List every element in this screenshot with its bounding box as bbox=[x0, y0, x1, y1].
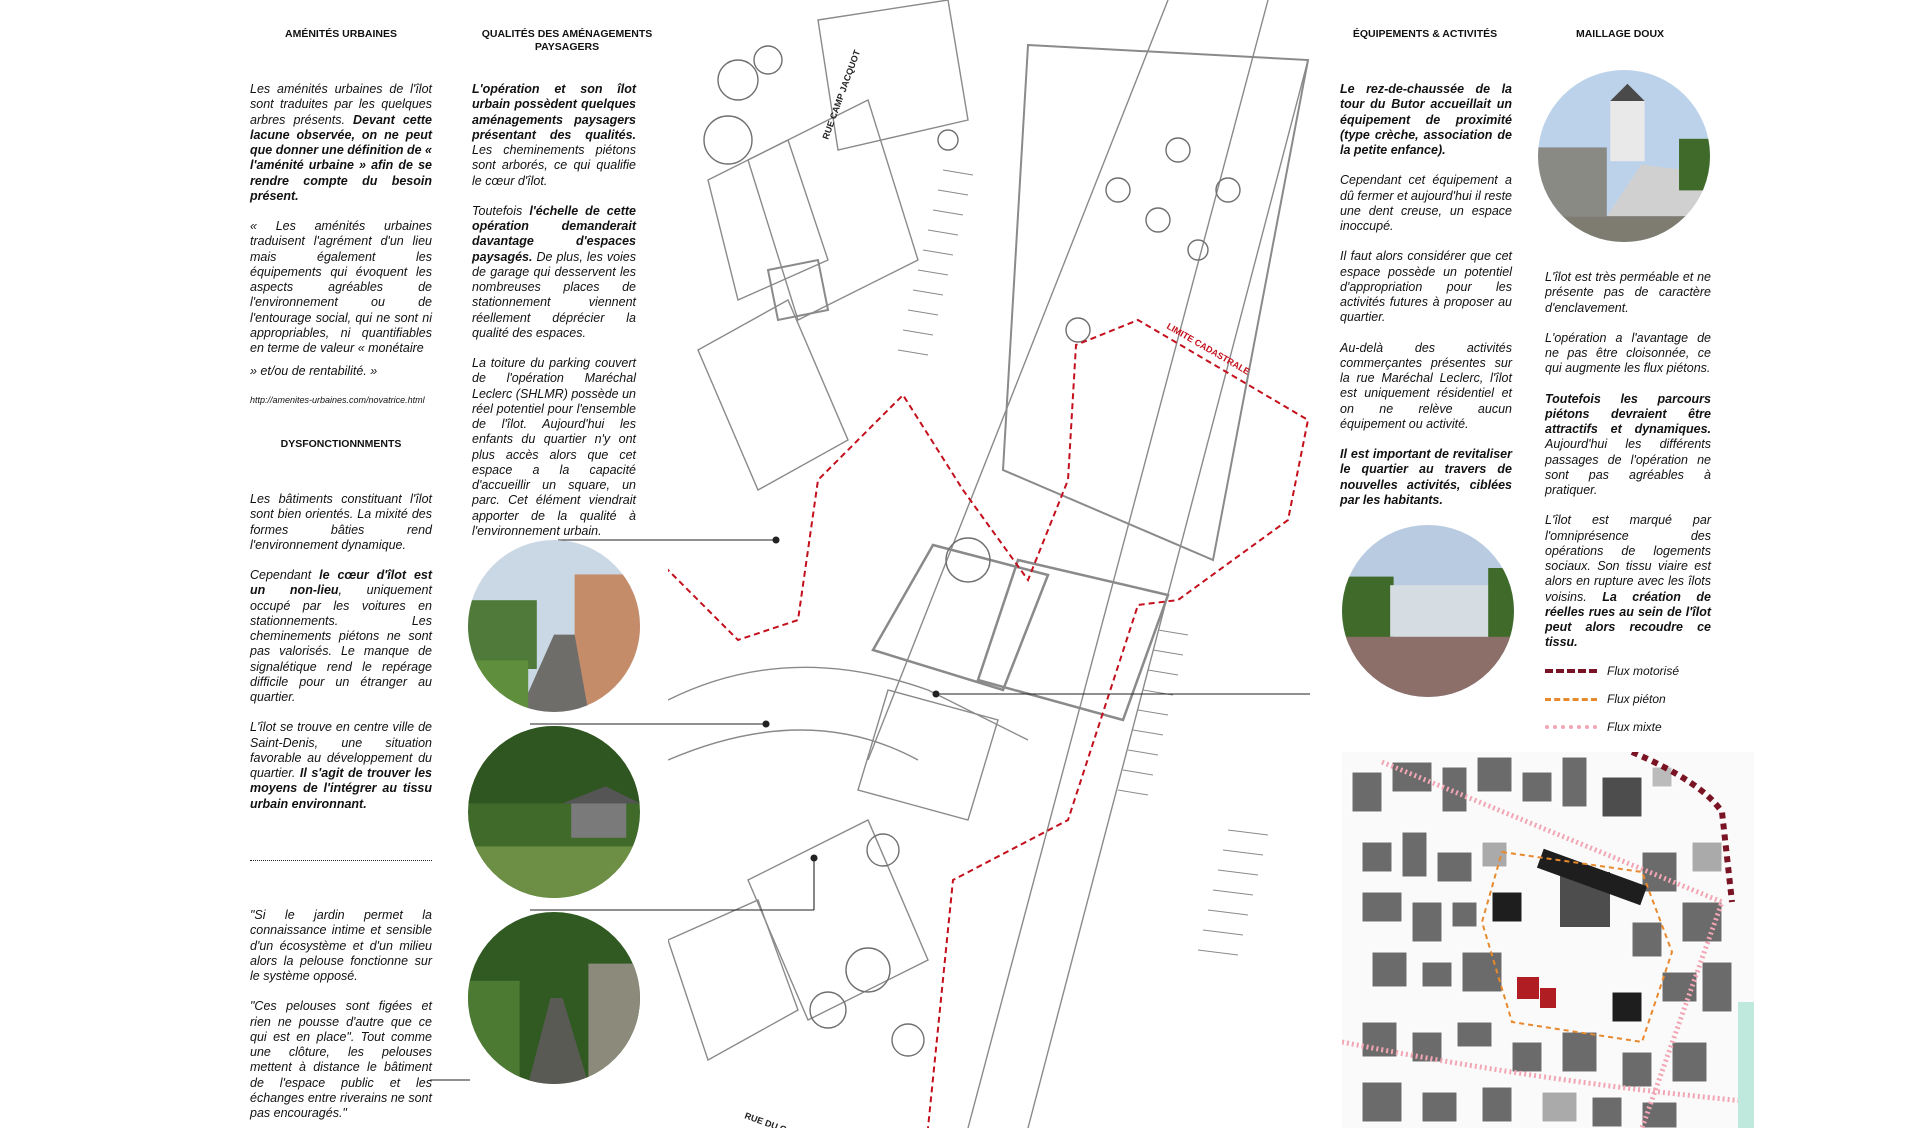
cross-road-2 bbox=[668, 729, 919, 761]
equip-p1-bold: Le rez-de-chaussée de la tour du Butor a… bbox=[1340, 82, 1512, 157]
building-a bbox=[871, 543, 1050, 692]
legend-motorise-line bbox=[1545, 669, 1597, 673]
amenites-quote-end: » et/ou de rentabilité. » bbox=[250, 364, 378, 379]
parking-stripes bbox=[897, 169, 1269, 956]
dysfonctionnements-quotes: "Si le jardin permet la connaissance int… bbox=[250, 908, 432, 1128]
equipements-column: Le rez-de-chaussée de la tour du Butor a… bbox=[1340, 82, 1512, 523]
maillage-p2: L'opération a l'avantage de ne pas être … bbox=[1545, 330, 1711, 376]
site-plan-svg: RUE CAMP JACQUOT RUE DU GAL LIMITE CADAS… bbox=[668, 0, 1310, 1128]
separator-dotted bbox=[250, 860, 432, 861]
maillage-p3-bold: Toutefois les parcours piétons devraient… bbox=[1545, 391, 1711, 437]
photo-stairs-building bbox=[1538, 70, 1710, 242]
flux-legend: Flux motorisé Flux piéton Flux mixte bbox=[1545, 662, 1679, 736]
qualites-p2-bold: l'échelle de cette opération demanderait… bbox=[472, 203, 636, 264]
road-edge-a bbox=[967, 0, 1269, 1128]
dysf-p2-bold: le cœur d'îlot est un non-lieu bbox=[250, 568, 433, 598]
legend-motorise-label: Flux motorisé bbox=[1607, 664, 1680, 678]
left-connectors bbox=[430, 539, 670, 1081]
dysf-p3-a: L'îlot se trouve en centre ville de Sain… bbox=[250, 720, 432, 780]
qualites-p1: Les cheminements piétons sont arborés, c… bbox=[472, 143, 636, 188]
context-equipement-b bbox=[1540, 988, 1556, 1008]
dysf-p1: Les bâtiments constituant l'îlot sont bi… bbox=[250, 492, 432, 552]
context-flux-mixte-2 bbox=[1342, 1039, 1754, 1105]
amenites-quote: « Les aménités urbaines traduisent l'agr… bbox=[250, 219, 432, 355]
dysf-quote1: "Si le jardin permet la connaissance int… bbox=[250, 908, 432, 983]
dysf-p2-b: , uniquement occupé par les voitures en … bbox=[250, 583, 432, 704]
legend-pieton-label: Flux piéton bbox=[1607, 692, 1666, 706]
legend-mixte-label: Flux mixte bbox=[1607, 720, 1662, 734]
maillage-p4-bold: La création de réelles rues au sein de l… bbox=[1545, 589, 1711, 650]
photo-green-alley bbox=[468, 912, 640, 1084]
legend-motorise: Flux motorisé bbox=[1545, 662, 1679, 680]
legend-pieton-line bbox=[1545, 697, 1597, 701]
trees bbox=[703, 45, 1241, 1057]
dysf-p3-bold: Il s'agit de trouver les moyens de l'int… bbox=[250, 766, 432, 811]
amenites-intro: Les aménités urbaines de l'îlot sont tra… bbox=[250, 82, 432, 127]
qualites-column: L'opération et son îlot urbain possèdent… bbox=[472, 82, 636, 554]
legend-pieton: Flux piéton bbox=[1545, 690, 1679, 708]
connector-lines bbox=[668, 536, 1310, 911]
qualites-p3: La toiture du parking couvert de l'opéra… bbox=[472, 356, 636, 538]
photo-garden-kiosk bbox=[468, 726, 640, 898]
heading-dysfonctionnements: DYSFONCTIONNMENTS bbox=[280, 438, 402, 450]
maillage-p3: Aujourd'hui les différents passages de l… bbox=[1545, 437, 1711, 497]
photo-street-passage bbox=[468, 540, 640, 712]
photo-fenced-space bbox=[1342, 525, 1514, 697]
context-map bbox=[1342, 752, 1754, 1128]
label-limite-cadastrale: LIMITE CADASTRALE bbox=[1165, 321, 1251, 377]
site-plan-sketch: RUE CAMP JACQUOT RUE DU GAL LIMITE CADAS… bbox=[668, 0, 1310, 1128]
legend-mixte: Flux mixte bbox=[1545, 718, 1679, 736]
label-rue-camp-jacquot: RUE CAMP JACQUOT bbox=[820, 48, 862, 141]
context-green-strip bbox=[1738, 1002, 1754, 1128]
amenites-column: Les aménités urbaines de l'îlot sont tra… bbox=[250, 82, 432, 420]
label-rue-du-gal: RUE DU GAL bbox=[743, 1110, 800, 1128]
equip-p2: Cependant cet équipement a dû fermer et … bbox=[1340, 173, 1512, 233]
road-edge-c bbox=[867, 0, 1169, 761]
building-top bbox=[817, 0, 969, 151]
context-buildings bbox=[1351, 756, 1733, 1128]
cadastral-limit bbox=[668, 318, 1310, 1128]
building-c bbox=[857, 689, 999, 821]
dysfonctionnements-column: Les bâtiments constituant l'îlot sont bi… bbox=[250, 492, 432, 827]
sketch-lines bbox=[668, 0, 1310, 1128]
building-bottom bbox=[747, 819, 929, 1021]
heading-qualites: QUALITÉS DES AMÉNAGEMENTS PAYSAGERS bbox=[481, 28, 653, 54]
heading-amenites: AMÉNITÉS URBAINES bbox=[284, 28, 397, 40]
amenites-url[interactable]: http://amenites-urbaines.com/novatrice.h… bbox=[250, 394, 425, 405]
dysf-quote2: "Ces pelouses sont figées et rien ne pou… bbox=[250, 999, 432, 1120]
dysf-p2-a: Cependant bbox=[250, 568, 320, 582]
context-map-svg bbox=[1342, 752, 1754, 1128]
legend-mixte-line bbox=[1545, 725, 1597, 729]
building-bottom-left bbox=[668, 899, 799, 1062]
hatched-square bbox=[766, 258, 830, 322]
maillage-p1: L'îlot est très perméable et ne présente… bbox=[1545, 270, 1711, 315]
heading-maillage: MAILLAGE DOUX bbox=[1575, 28, 1665, 40]
maillage-column: L'îlot est très perméable et ne présente… bbox=[1545, 270, 1711, 666]
building-b bbox=[976, 558, 1170, 722]
equip-p3: Il faut alors considérer que cet espace … bbox=[1340, 249, 1512, 325]
heading-equipements: ÉQUIPEMENTS & ACTIVITÉS bbox=[1352, 28, 1498, 40]
qualites-p1-bold: L'opération et son îlot urbain possèdent… bbox=[472, 82, 636, 142]
equip-p5-bold: Il est important de revitaliser le quart… bbox=[1340, 447, 1512, 507]
context-tower bbox=[1536, 848, 1648, 906]
building-top-left-2 bbox=[707, 139, 829, 301]
context-flux-motorise bbox=[1630, 752, 1735, 903]
building-left bbox=[697, 299, 849, 491]
amenites-intro-bold: Devant cette lacune observée, on ne peut… bbox=[250, 112, 433, 203]
maillage-p4: L'îlot est marqué par l'omniprésence des… bbox=[1545, 513, 1711, 604]
park-block bbox=[1001, 43, 1310, 562]
qualites-p2-a: Toutefois bbox=[472, 203, 530, 218]
qualites-p2-b: De plus, les voies de garage qui desserv… bbox=[472, 249, 636, 340]
cross-road bbox=[668, 666, 1029, 741]
equip-p4: Au-delà des activités commerçantes prése… bbox=[1340, 340, 1512, 431]
context-equipement-a bbox=[1517, 977, 1539, 999]
building-top-left bbox=[747, 99, 919, 321]
